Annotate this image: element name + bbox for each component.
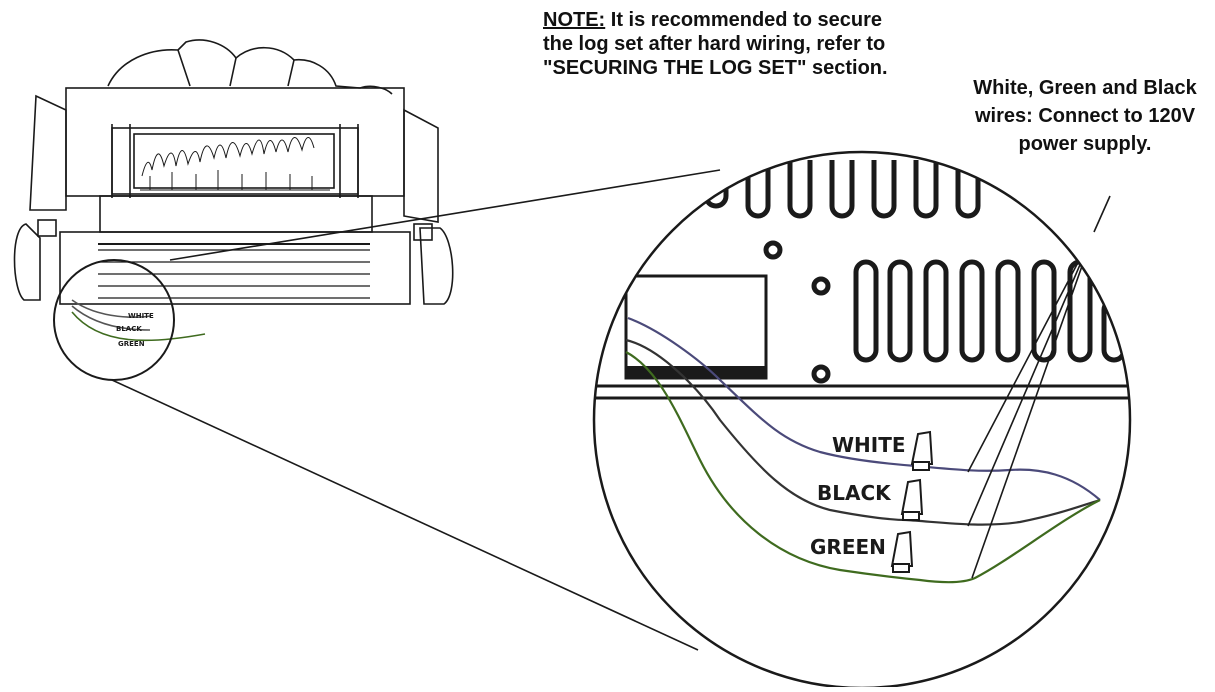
- white-wire: [627, 316, 1101, 501]
- label-black: BLACK: [817, 481, 892, 505]
- detail-source-circle: [53, 259, 175, 381]
- left-side-panel: [29, 94, 67, 211]
- small-label-white: WHITE: [128, 312, 154, 320]
- magnified-detail: [594, 152, 1130, 688]
- callout-leader: [967, 231, 1095, 527]
- fireplace-insert: [13, 39, 454, 342]
- flame-pattern: [141, 137, 315, 177]
- note-lead: NOTE:: [543, 9, 606, 31]
- zoom-line-top: [169, 169, 721, 261]
- base-unit: [59, 231, 411, 305]
- black-wire: [625, 338, 1101, 526]
- left-leg: [13, 223, 41, 301]
- label-green: GREEN: [810, 535, 886, 559]
- firebox-frame: [65, 87, 405, 197]
- note-body: It is recommended to secure the log set …: [543, 9, 888, 79]
- label-white: WHITE: [832, 433, 906, 457]
- note-text: NOTE: It is recommended to secure the lo…: [543, 8, 903, 80]
- small-label-black: BLACK: [116, 325, 142, 333]
- screw: [811, 276, 831, 296]
- screw: [811, 364, 831, 384]
- screw: [763, 240, 783, 260]
- callout-leader: [971, 231, 1095, 579]
- wires-callout: White, Green and Black wires: Connect to…: [973, 77, 1197, 155]
- right-leg: [419, 227, 454, 305]
- callout-leader-top: [1093, 195, 1111, 233]
- callout-leader: [967, 231, 1095, 473]
- log-set: [107, 39, 393, 95]
- small-label-green: GREEN: [118, 340, 145, 348]
- right-side-panel: [403, 108, 439, 223]
- front-panel: [99, 195, 373, 233]
- green-wire: [625, 351, 1101, 584]
- zoom-line-bottom: [111, 379, 699, 651]
- flame-window: [111, 127, 359, 195]
